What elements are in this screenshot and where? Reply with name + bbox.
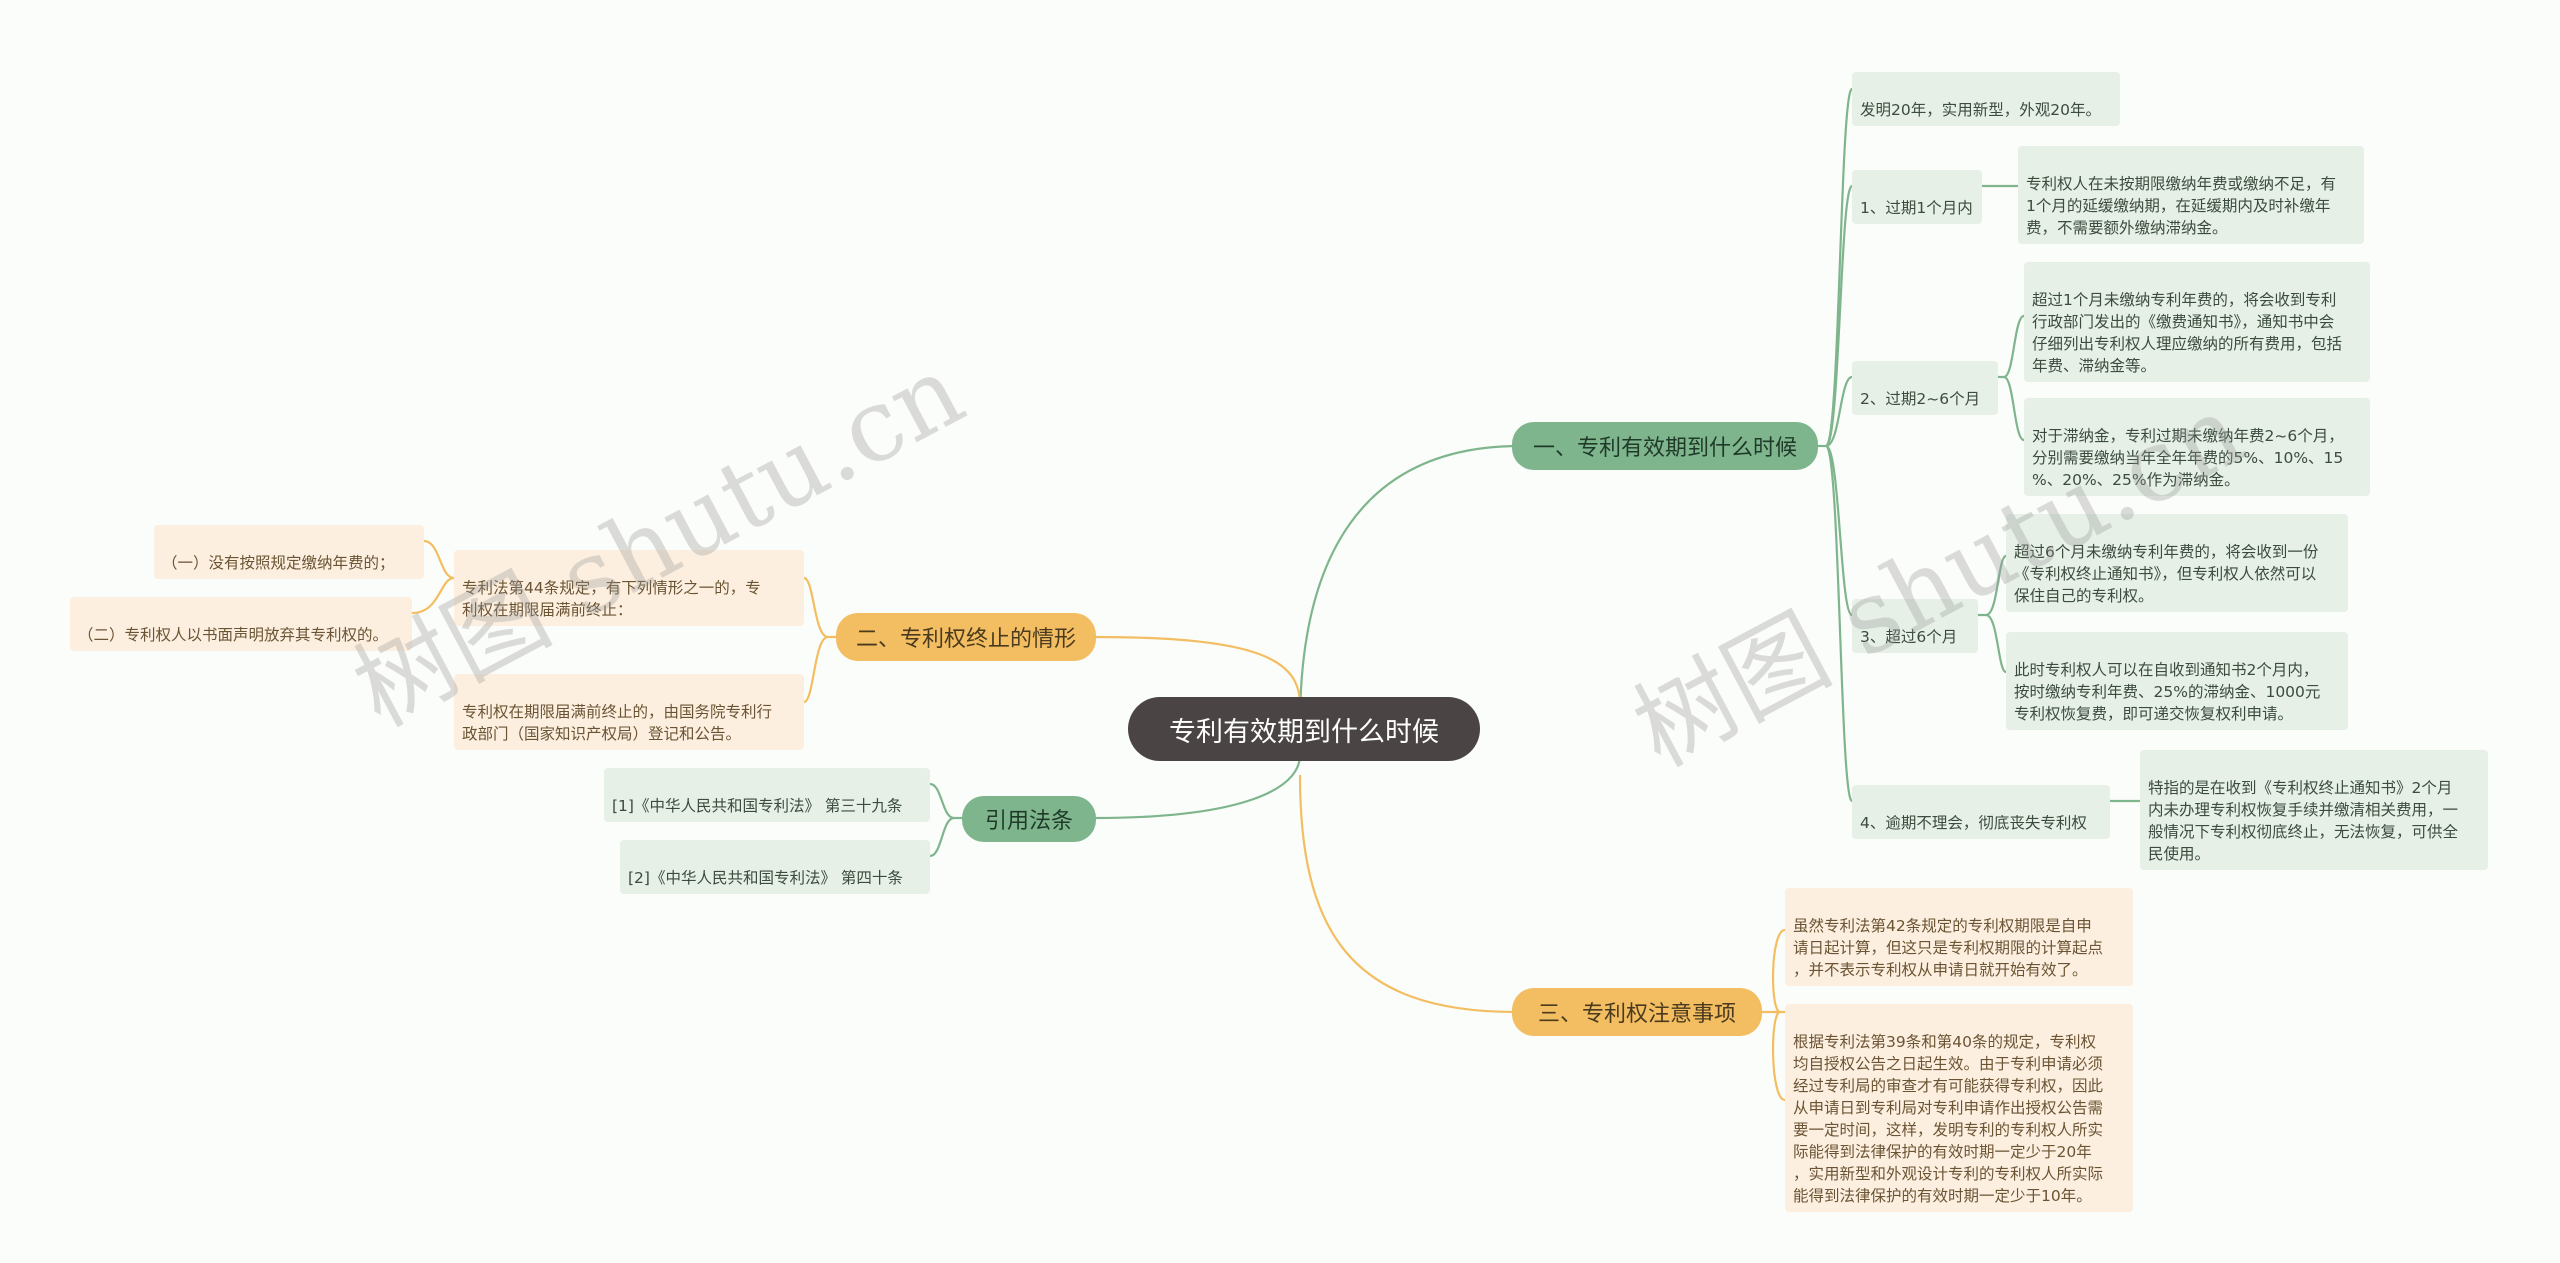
branch-3-topic[interactable]: 引用法条 bbox=[962, 796, 1096, 842]
b1-s3-label: 3、超过6个月 bbox=[1860, 628, 1958, 646]
b1-s1-label: 1、过期1个月内 bbox=[1860, 199, 1973, 217]
b4-note-2[interactable]: 根据专利法第39条和第40条的规定，专利权 均自授权公告之日起生效。由于专利申请… bbox=[1785, 1004, 2133, 1212]
branch-1-label: 一、专利有效期到什么时候 bbox=[1532, 436, 1797, 461]
b2-sub-2[interactable]: （二）专利权人以书面声明放弃其专利权的。 bbox=[70, 597, 412, 651]
b2-registration-note[interactable]: 专利权在期限届满前终止的，由国务院专利行 政部门（国家知识产权局）登记和公告。 bbox=[454, 674, 804, 750]
b4-note-1-text: 虽然专利法第42条规定的专利权期限是自申 请日起计算，但这只是专利权期限的计算起… bbox=[1793, 917, 2104, 979]
b1-s3-topic[interactable]: 3、超过6个月 bbox=[1852, 599, 1978, 653]
b1-s3-detail-1[interactable]: 超过6个月未缴纳专利年费的，将会收到一份 《专利权终止通知书》，但专利权人依然可… bbox=[2006, 514, 2348, 612]
link-root-b3 bbox=[1094, 754, 1302, 820]
b1-s3-detail-2-text: 此时专利权人可以在自收到通知书2个月内， 按时缴纳专利年费、25%的滞纳金、10… bbox=[2014, 661, 2321, 723]
link-root-b1 bbox=[1298, 444, 1521, 726]
link-root-b4 bbox=[1298, 774, 1516, 1014]
b1-s2-detail-2[interactable]: 对于滞纳金，专利过期未缴纳年费2~6个月， 分别需要缴纳当年全年年费的5%、10… bbox=[2024, 398, 2370, 496]
root-topic-label: 专利有效期到什么时候 bbox=[1169, 716, 1439, 748]
b2-sub-1[interactable]: （一）没有按照规定缴纳年费的； bbox=[154, 525, 424, 579]
branch-1-topic[interactable]: 一、专利有效期到什么时候 bbox=[1512, 422, 1818, 470]
branch-2-label: 二、专利权终止的情形 bbox=[855, 627, 1076, 652]
b1-s2-topic[interactable]: 2、过期2~6个月 bbox=[1852, 361, 1998, 415]
branch-3-label: 引用法条 bbox=[984, 809, 1073, 834]
root-topic[interactable]: 专利有效期到什么时候 bbox=[1128, 697, 1480, 761]
b1-s2-detail-1[interactable]: 超过1个月未缴纳专利年费的，将会收到专利 行政部门发出的《缴费通知书》，通知书中… bbox=[2024, 262, 2370, 382]
b3-ref-2[interactable]: [2]《中华人民共和国专利法》 第四十条 bbox=[620, 840, 930, 894]
b1-s1-detail-text: 专利权人在未按期限缴纳年费或缴纳不足，有 1个月的延缓缴纳期，在延缓期内及时补缴… bbox=[2026, 175, 2337, 237]
b1-s1-detail[interactable]: 专利权人在未按期限缴纳年费或缴纳不足，有 1个月的延缓缴纳期，在延缓期内及时补缴… bbox=[2018, 146, 2364, 244]
b2-sub-2-text: （二）专利权人以书面声明放弃其专利权的。 bbox=[78, 626, 389, 644]
b1-s3-detail-2[interactable]: 此时专利权人可以在自收到通知书2个月内， 按时缴纳专利年费、25%的滞纳金、10… bbox=[2006, 632, 2348, 730]
b1-s4-topic[interactable]: 4、逾期不理会，彻底丧失专利权 bbox=[1852, 785, 2110, 839]
b1-duration-note[interactable]: 发明20年，实用新型，外观20年。 bbox=[1852, 72, 2120, 126]
b1-s4-detail-text: 特指的是在收到《专利权终止通知书》2个月 内未办理专利权恢复手续并缴清相关费用，… bbox=[2148, 779, 2459, 863]
b1-s4-label: 4、逾期不理会，彻底丧失专利权 bbox=[1860, 814, 2087, 832]
b2-sub-1-text: （一）没有按照规定缴纳年费的； bbox=[162, 554, 395, 572]
b4-note-1[interactable]: 虽然专利法第42条规定的专利权期限是自申 请日起计算，但这只是专利权期限的计算起… bbox=[1785, 888, 2133, 986]
link-root-b2 bbox=[1094, 635, 1302, 706]
b1-s2-detail-1-text: 超过1个月未缴纳专利年费的，将会收到专利 行政部门发出的《缴费通知书》，通知书中… bbox=[2032, 291, 2343, 375]
b1-s3-detail-1-text: 超过6个月未缴纳专利年费的，将会收到一份 《专利权终止通知书》，但专利权人依然可… bbox=[2014, 543, 2319, 605]
b1-s2-label: 2、过期2~6个月 bbox=[1860, 390, 1981, 408]
b1-duration-text: 发明20年，实用新型，外观20年。 bbox=[1860, 101, 2101, 119]
b2-registration-text: 专利权在期限届满前终止的，由国务院专利行 政部门（国家知识产权局）登记和公告。 bbox=[462, 703, 773, 743]
b3-ref-2-text: [2]《中华人民共和国专利法》 第四十条 bbox=[628, 869, 903, 887]
branch-4-topic[interactable]: 三、专利权注意事项 bbox=[1512, 988, 1762, 1036]
b3-ref-1-text: [1]《中华人民共和国专利法》 第三十九条 bbox=[612, 797, 903, 815]
b3-ref-1[interactable]: [1]《中华人民共和国专利法》 第三十九条 bbox=[604, 768, 930, 822]
b1-s2-detail-2-text: 对于滞纳金，专利过期未缴纳年费2~6个月， 分别需要缴纳当年全年年费的5%、10… bbox=[2032, 427, 2344, 489]
b2-clause-44[interactable]: 专利法第44条规定，有下列情形之一的，专 利权在期限届满前终止： bbox=[454, 550, 804, 626]
b4-note-2-text: 根据专利法第39条和第40条的规定，专利权 均自授权公告之日起生效。由于专利申请… bbox=[1793, 1033, 2104, 1205]
branch-4-label: 三、专利权注意事项 bbox=[1537, 1002, 1736, 1027]
b1-s1-topic[interactable]: 1、过期1个月内 bbox=[1852, 170, 1982, 224]
b1-s4-detail[interactable]: 特指的是在收到《专利权终止通知书》2个月 内未办理专利权恢复手续并缴清相关费用，… bbox=[2140, 750, 2488, 870]
branch-2-topic[interactable]: 二、专利权终止的情形 bbox=[836, 613, 1096, 661]
b2-clause-44-text: 专利法第44条规定，有下列情形之一的，专 利权在期限届满前终止： bbox=[462, 579, 761, 619]
